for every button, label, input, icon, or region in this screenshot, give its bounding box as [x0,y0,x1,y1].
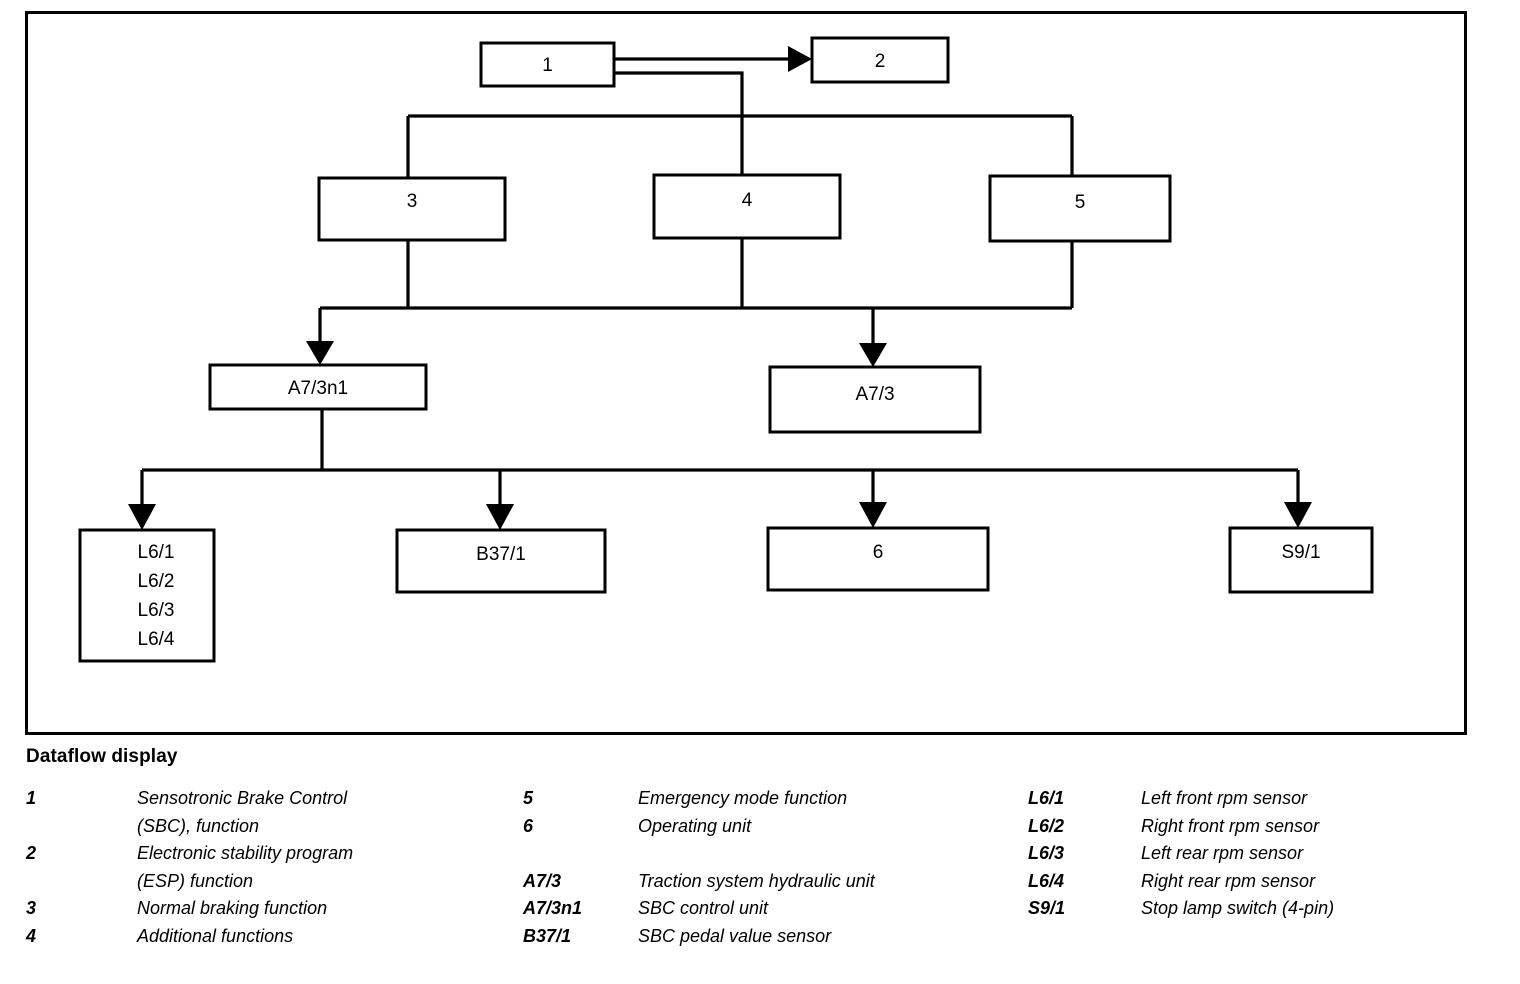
legend-key: 6 [523,815,534,836]
legend-desc: SBC pedal value sensor [638,925,832,946]
node-b37-1-label: B37/1 [476,544,526,565]
legend-desc: Right front rpm sensor [1141,815,1320,836]
arrowhead-to-a73 [859,343,887,367]
legend-row: 2 Electronic stability program [26,843,496,871]
node-1[interactable]: 1 [479,41,616,88]
node-4-label: 4 [742,190,753,211]
legend-desc: (SBC), function [137,815,260,836]
legend-key: L6/1 [1028,788,1065,808]
node-3[interactable]: 3 [317,176,507,242]
legend-row: L6/2 Right front rpm sensor [1028,816,1498,844]
dataflow-diagram: 1 2 3 4 5 A7/3n1 [25,11,1467,735]
node-2-label: 2 [875,51,886,72]
node-5[interactable]: 5 [988,174,1172,243]
node-6[interactable]: 6 [766,526,990,592]
legend-column-1: 1 Sensotronic Brake Control (SBC), funct… [26,788,496,953]
node-l6-1-label: L6/1 [138,542,175,563]
arrowhead-to-a73n1 [306,341,334,365]
legend-desc: Operating unit [638,815,752,836]
legend-key: S9/1 [1028,898,1066,918]
legend-key: L6/3 [1028,843,1065,863]
legend-column-3: L6/1 Left front rpm sensor L6/2 Right fr… [1028,788,1498,926]
legend-row: L6/3 Left rear rpm sensor [1028,843,1498,871]
legend-row: (ESP) function [26,871,496,899]
legend-key: 3 [26,898,37,918]
legend-row: 3 Normal braking function [26,898,496,926]
node-5-label: 5 [1075,192,1086,213]
legend-desc: Left front rpm sensor [1141,788,1308,808]
node-a7-3n1-label: A7/3n1 [288,378,348,399]
arrowhead-to-2 [788,46,812,72]
legend-key: L6/2 [1028,815,1065,836]
legend-row: 6 Operating unit [523,816,993,844]
legend-desc: Traction system hydraulic unit [638,870,875,891]
legend-title: Dataflow display [26,746,178,767]
legend-key: A7/3 [523,870,562,891]
legend-desc: Electronic stability program [137,843,354,863]
legend-row: B37/1 SBC pedal value sensor [523,926,993,954]
connector-layer [128,46,1312,530]
diagram-frame [25,11,1467,735]
node-6-label: 6 [873,542,884,563]
node-a7-3n1[interactable]: A7/3n1 [208,363,428,411]
node-l6-group[interactable]: L6/1 L6/2 L6/3 L6/4 [78,528,216,663]
legend-key: B37/1 [523,925,572,946]
legend-row: L6/4 Right rear rpm sensor [1028,871,1498,899]
node-b37-1[interactable]: B37/1 [395,528,607,594]
node-s9-1-label: S9/1 [1281,542,1320,563]
legend-row: (SBC), function [26,816,496,844]
node-1-label: 1 [542,55,553,76]
legend-row: L6/1 Left front rpm sensor [1028,788,1498,816]
node-layer: 1 2 3 4 5 A7/3n1 [78,36,1374,663]
node-l6-2-label: L6/2 [138,571,175,592]
legend-desc: Right rear rpm sensor [1141,870,1316,891]
legend-desc: Additional functions [137,925,294,946]
node-2[interactable]: 2 [810,36,950,84]
legend-desc: SBC control unit [638,898,769,918]
node-a7-3-label: A7/3 [855,384,894,405]
legend-desc: Normal braking function [137,898,328,918]
legend: Dataflow display 1 Sensotronic Brake Con… [0,736,1520,984]
legend-desc: Sensotronic Brake Control [137,788,348,808]
arrowhead-to-b371 [486,504,514,530]
legend-row: A7/3 Traction system hydraulic unit [523,871,993,899]
node-s9-1[interactable]: S9/1 [1228,526,1374,594]
legend-row: 4 Additional functions [26,926,496,954]
node-3-label: 3 [407,191,418,212]
legend-key: 2 [26,843,37,863]
legend-key: 1 [26,788,37,808]
arrowhead-to-6 [859,502,887,528]
node-l6-3-label: L6/3 [138,600,175,621]
legend-desc: Emergency mode function [638,788,848,808]
legend-row: S9/1 Stop lamp switch (4-pin) [1028,898,1498,926]
node-4[interactable]: 4 [652,173,842,240]
legend-row: A7/3n1 SBC control unit [523,898,993,926]
node-l6-4-label: L6/4 [138,629,175,650]
legend-key: 4 [26,925,37,946]
legend-key: 5 [523,788,534,808]
legend-key: A7/3n1 [523,898,583,918]
node-a7-3[interactable]: A7/3 [768,365,982,434]
arrowhead-to-l6 [128,504,156,530]
arrowhead-to-s91 [1284,502,1312,528]
legend-row-spacer [523,843,993,871]
legend-column-2: 5 Emergency mode function 6 Operating un… [523,788,993,953]
legend-row: 5 Emergency mode function [523,788,993,816]
legend-desc: Stop lamp switch (4-pin) [1141,898,1335,918]
connector-1-to-bus-upper [614,71,744,176]
legend-desc: (ESP) function [137,870,254,891]
legend-row: 1 Sensotronic Brake Control [26,788,496,816]
legend-desc: Left rear rpm sensor [1141,843,1304,863]
legend-key: L6/4 [1028,870,1065,891]
